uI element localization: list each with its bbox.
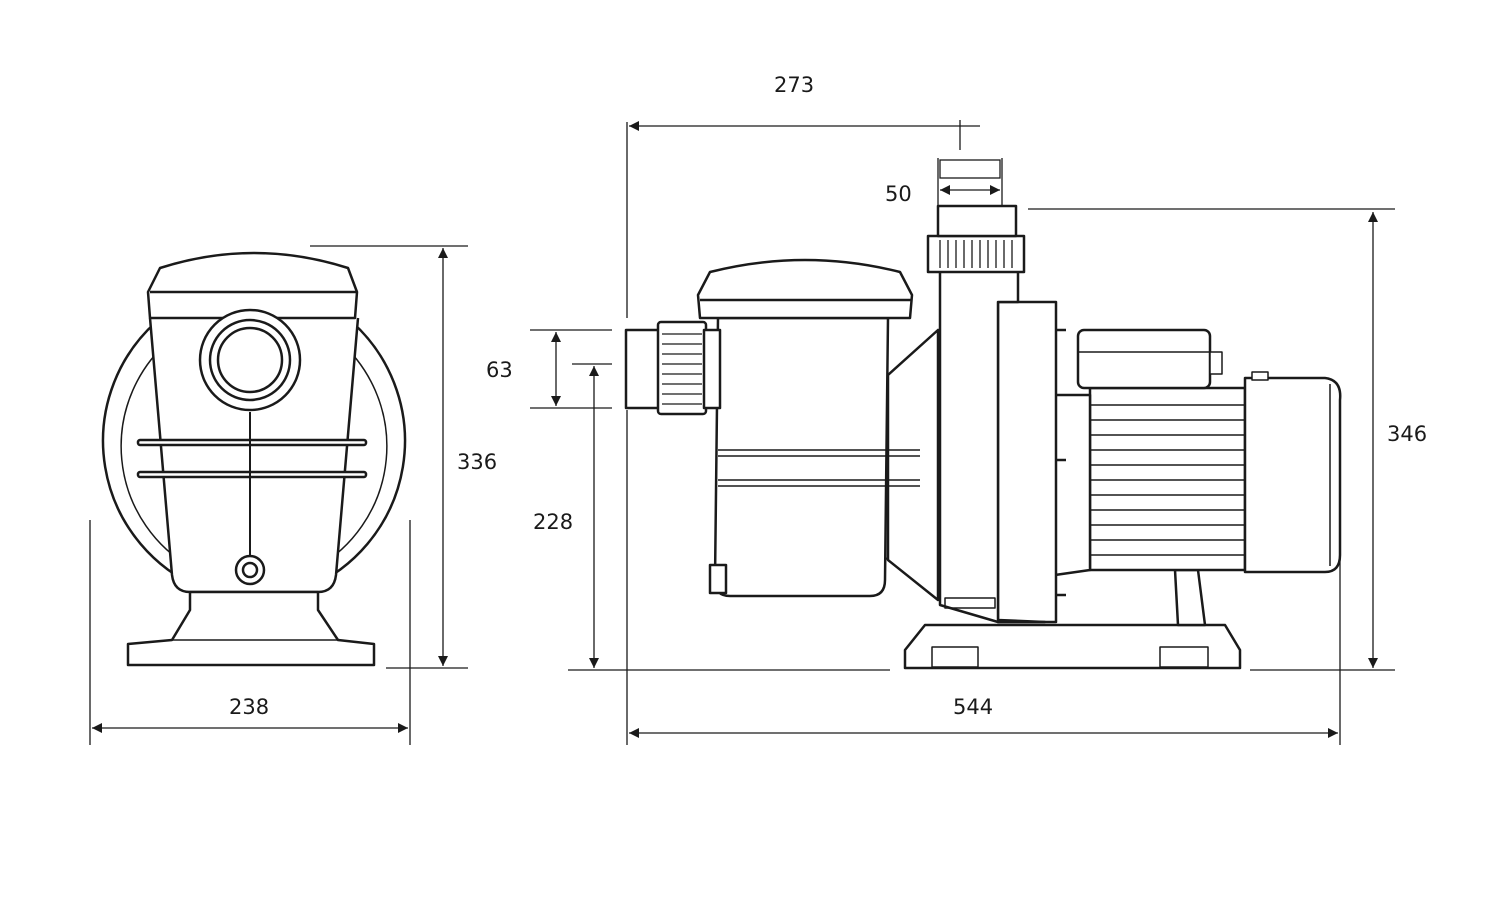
pump-front-view: [101, 251, 407, 667]
side-dimensions: [530, 120, 1395, 745]
dim-label-overall-length: 544: [953, 695, 994, 719]
strainer-basket: [713, 316, 890, 598]
pump-body: [938, 268, 1047, 624]
front-dimensions: [89, 245, 468, 745]
terminal-box: [1076, 328, 1212, 390]
side-drain-plug: [708, 563, 728, 595]
dim-label-outlet-offset: 273: [774, 73, 815, 97]
strainer-lid: [146, 251, 359, 320]
inlet-union: [656, 320, 708, 416]
dim-label-outlet-diameter: 50: [885, 182, 912, 206]
drain-plug: [234, 554, 266, 586]
motor-housing-outline: [101, 321, 201, 590]
pump-side-view: [624, 204, 1342, 670]
inlet-pipe: [624, 328, 662, 410]
motor-body: [1088, 386, 1247, 572]
pump-flange: [996, 300, 1058, 624]
strainer-lid-side: [696, 258, 914, 320]
outlet-coupling: [926, 234, 1026, 274]
motor-end-cap: [1243, 376, 1342, 574]
outlet-pipe: [936, 204, 1018, 238]
dim-label-inlet-height: 228: [533, 510, 574, 534]
dim-label-overall-height: 346: [1387, 422, 1428, 446]
dim-label-inlet-diameter: 63: [486, 358, 513, 382]
clamp-band: [136, 438, 368, 447]
pump-base: [903, 623, 1242, 670]
dim-label-front-height: 336: [457, 450, 498, 474]
pump-foot: [126, 590, 376, 667]
inlet-coupling: [198, 308, 302, 412]
dim-label-front-width: 238: [229, 695, 270, 719]
motor-housing-outline-right: [307, 321, 407, 590]
